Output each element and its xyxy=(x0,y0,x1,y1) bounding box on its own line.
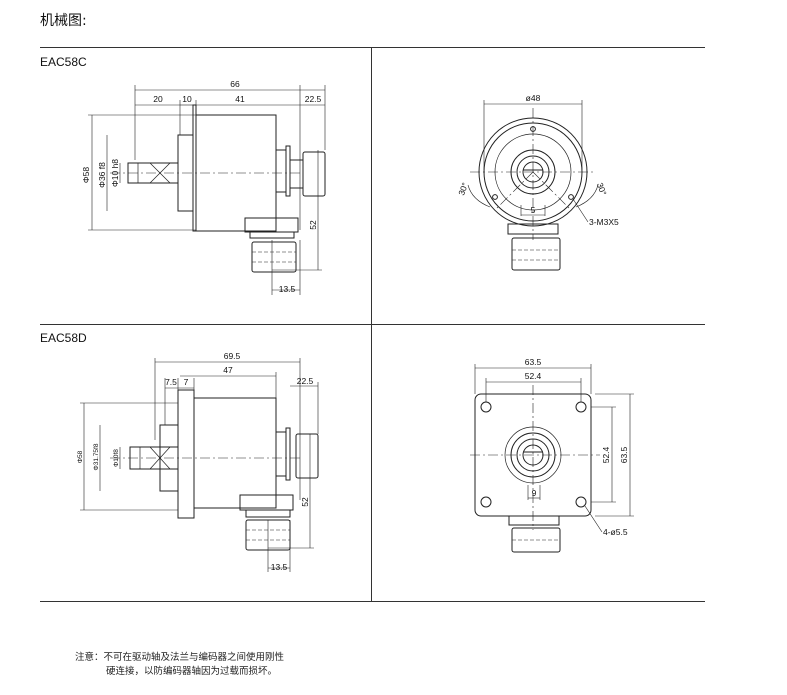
dim-7: 7 xyxy=(184,377,189,387)
dim-phi58-d: Φ58 xyxy=(77,450,84,463)
callout-3-m3x5: 3-M3X5 xyxy=(589,217,619,227)
dim-13-5-d: 13.5 xyxy=(271,562,288,572)
divider-middle xyxy=(40,324,705,325)
dim-20: 20 xyxy=(153,94,163,104)
dim-47: 47 xyxy=(223,365,233,375)
dim-69-5: 69.5 xyxy=(224,351,241,361)
dim-phi58: Φ58 xyxy=(81,167,91,184)
divider-bottom xyxy=(40,601,705,602)
dim-63-5-vertical: 63.5 xyxy=(619,446,629,463)
dim-22-5: 22.5 xyxy=(305,94,322,104)
angle-30-right: 30° xyxy=(595,181,609,197)
dim-22-5-d: 22.5 xyxy=(297,376,314,386)
dim-52-4-vertical: 52.4 xyxy=(601,446,611,463)
divider-top xyxy=(40,47,705,48)
note-line-2: 硬连接，以防编码器轴因为过载而损坏。 xyxy=(106,666,278,677)
drawing-grid xyxy=(40,47,705,602)
dim-52-4: 52.4 xyxy=(525,371,542,381)
callout-4-holes: 4-ø5.5 xyxy=(603,527,628,537)
dim-10: 10 xyxy=(182,94,192,104)
divider-vertical xyxy=(371,47,372,602)
note-line-1: 注意：不可在驱动轴及法兰与编码器之间使用刚性 xyxy=(75,652,285,663)
dim-7-5: 7.5 xyxy=(165,377,177,387)
dim-5: 5 xyxy=(531,205,536,215)
page-title: 机械图: xyxy=(40,13,87,29)
dim-41: 41 xyxy=(235,94,245,104)
dim-66: 66 xyxy=(230,79,240,89)
angle-30-left: 30° xyxy=(456,181,470,197)
dim-phi31-75: Φ31.75f8 xyxy=(93,443,100,470)
dim-9: 9 xyxy=(532,488,537,498)
dim-phi10-d: Φ10f8 xyxy=(113,449,120,467)
dim-13-5: 13.5 xyxy=(279,284,296,294)
dim-phi48: ø48 xyxy=(526,93,541,103)
caution-note: 注意：不可在驱动轴及法兰与编码器之间使用刚性 硬连接，以防编码器轴因为过载而损坏… xyxy=(75,651,284,679)
model-label-eac58d: EAC58D xyxy=(40,331,87,345)
dim-52-d: 52 xyxy=(300,497,310,507)
dim-52: 52 xyxy=(308,220,318,230)
dim-phi36: Φ36 f8 xyxy=(97,162,107,188)
dim-phi10: Φ10 h8 xyxy=(110,159,120,187)
model-label-eac58c: EAC58C xyxy=(40,55,87,69)
dim-63-5: 63.5 xyxy=(525,357,542,367)
